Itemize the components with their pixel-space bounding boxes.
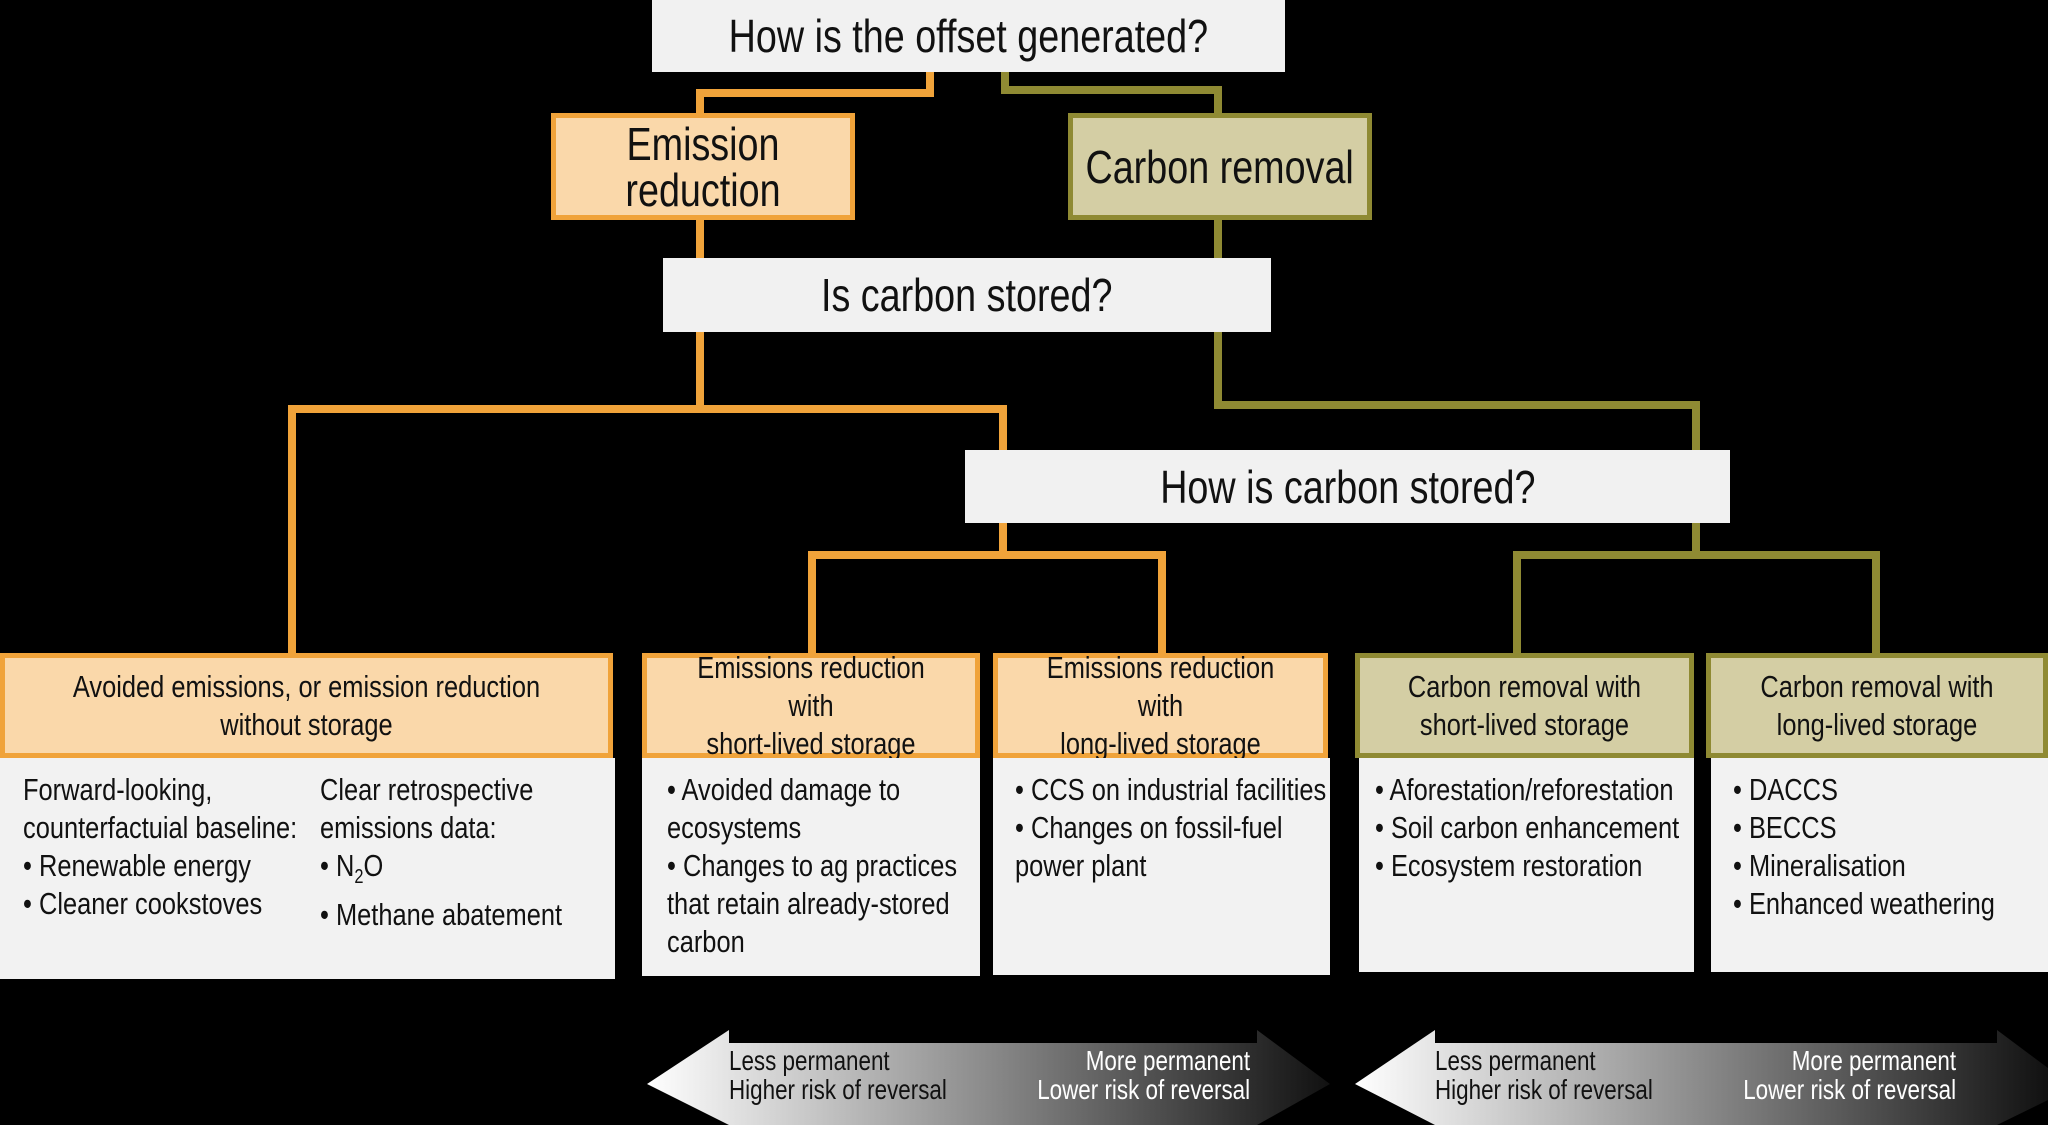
question-carbon-stored: Is carbon stored? xyxy=(663,258,1271,332)
connector-q3-olive-split xyxy=(1513,523,1700,655)
permanence-arrow-left xyxy=(647,1030,1330,1125)
question-how-carbon-stored: How is carbon stored? xyxy=(965,450,1730,523)
connector-orange-to-q3 xyxy=(700,405,1007,450)
question-offset-generated: How is the offset generated? xyxy=(652,0,1285,72)
cr-long-list: • DACCS • BECCS • Mineralisation • Enhan… xyxy=(1733,772,1995,921)
category-avoided-emissions-body: Forward-looking, counterfactuial baselin… xyxy=(0,758,615,979)
n2o-item: • N2O xyxy=(320,848,384,889)
category-cr-short-body: • Aforestation/reforestation • Soil carb… xyxy=(1359,758,1694,972)
category-er-short-header: Emissions reduction with short-lived sto… xyxy=(642,650,980,761)
connector-q3-cr-long xyxy=(1696,551,1880,655)
cr-short-list: • Aforestation/reforestation • Soil carb… xyxy=(1375,772,1680,883)
er-long-list: • CCS on industrial facilities • Changes… xyxy=(1015,772,1327,883)
connector-q2-split-orange xyxy=(288,332,704,655)
category-er-short-body: • Avoided damage to ecosystems • Changes… xyxy=(642,758,980,976)
category-er-long-body: • CCS on industrial facilities • Changes… xyxy=(993,758,1330,975)
category-cr-short-header: Carbon removal with short-lived storage xyxy=(1355,653,1694,758)
connector-q2-q3-olive xyxy=(1214,332,1700,450)
avoided-col2: Clear retrospective emissions data: • N2… xyxy=(320,772,563,933)
connector-q1-emission xyxy=(696,72,934,115)
arrow2-less-permanent: Less permanent Higher risk of reversal xyxy=(1435,1045,1653,1105)
er-short-list: • Avoided damage to ecosystems • Changes… xyxy=(667,772,958,959)
emission-reduction-box: Emission reduction xyxy=(551,113,855,220)
arrow1-less-permanent: Less permanent Higher risk of reversal xyxy=(729,1045,947,1105)
arrow1-more-permanent: More permanent Lower risk of reversal xyxy=(1037,1045,1250,1105)
category-er-long-header: Emissions reduction with long-lived stor… xyxy=(993,650,1328,761)
avoided-col1: Forward-looking, counterfactuial baselin… xyxy=(23,772,298,921)
permanence-arrow-right xyxy=(1355,1030,2048,1125)
connector-q1-removal xyxy=(1001,72,1222,115)
connector-q3-orange-split xyxy=(808,523,1007,655)
category-cr-long-header: Carbon removal with long-lived storage xyxy=(1706,653,2048,758)
carbon-removal-box: Carbon removal xyxy=(1068,113,1372,220)
category-cr-long-body: • DACCS • BECCS • Mineralisation • Enhan… xyxy=(1711,758,2048,972)
connector-q3-er-long xyxy=(1003,551,1166,655)
arrow2-more-permanent: More permanent Lower risk of reversal xyxy=(1743,1045,1956,1105)
category-avoided-emissions-header: Avoided emissions, or emission reduction… xyxy=(0,653,613,758)
